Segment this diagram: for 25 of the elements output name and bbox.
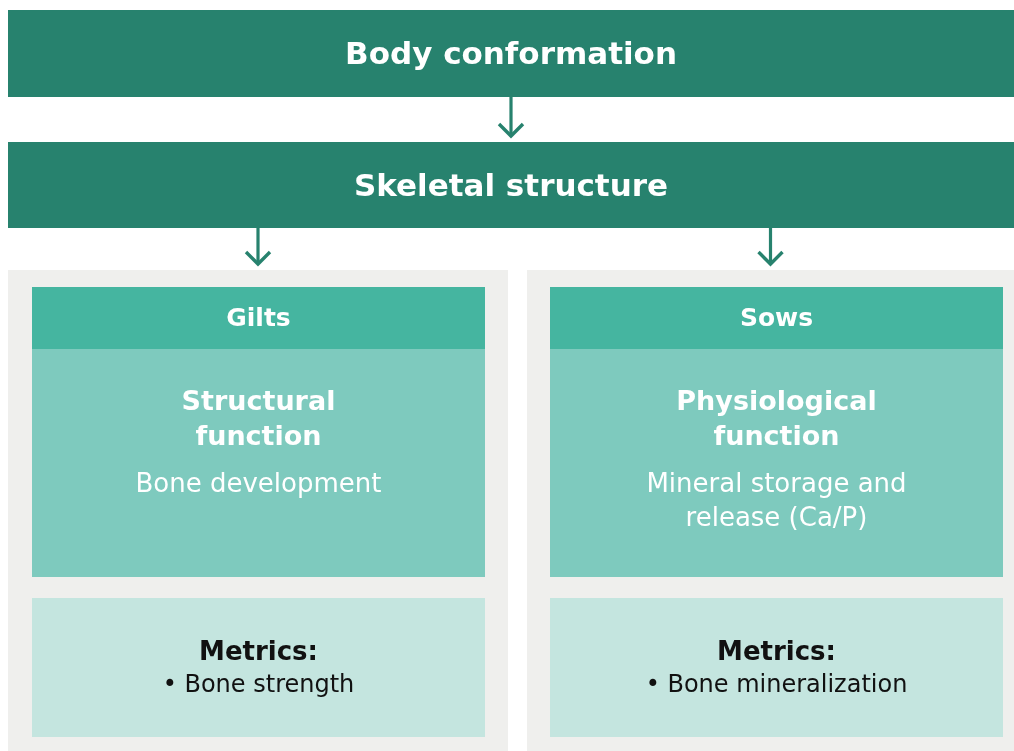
header-box bbox=[32, 287, 485, 349]
arrow bbox=[244, 228, 272, 266]
metrics-title: Metrics: bbox=[717, 635, 836, 668]
metric-item: • Bone mineralization bbox=[645, 668, 908, 700]
title-band bbox=[8, 142, 1014, 228]
title-text: Skeletal structure bbox=[353, 165, 669, 205]
function-title: Physiological function bbox=[675, 384, 878, 454]
function-description: Mineral storage and release (Ca/P) bbox=[645, 467, 908, 534]
function-description: Bone development bbox=[135, 467, 382, 501]
metrics-box bbox=[550, 598, 1003, 737]
header-text: Sows bbox=[739, 301, 814, 334]
metric-item: • Bone strength bbox=[162, 668, 355, 700]
content-box bbox=[550, 349, 1003, 577]
title-band bbox=[8, 10, 1014, 97]
metrics-box bbox=[32, 598, 485, 737]
content-box bbox=[32, 349, 485, 577]
header-text: Gilts bbox=[226, 301, 291, 334]
header-box bbox=[550, 287, 1003, 349]
metrics-title: Metrics: bbox=[199, 635, 318, 668]
title-text: Body conformation bbox=[345, 34, 677, 74]
function-title: Structural function bbox=[180, 384, 337, 454]
panel-background bbox=[8, 270, 508, 751]
arrow bbox=[497, 97, 525, 138]
panel-background bbox=[527, 270, 1014, 751]
arrow bbox=[756, 228, 785, 266]
